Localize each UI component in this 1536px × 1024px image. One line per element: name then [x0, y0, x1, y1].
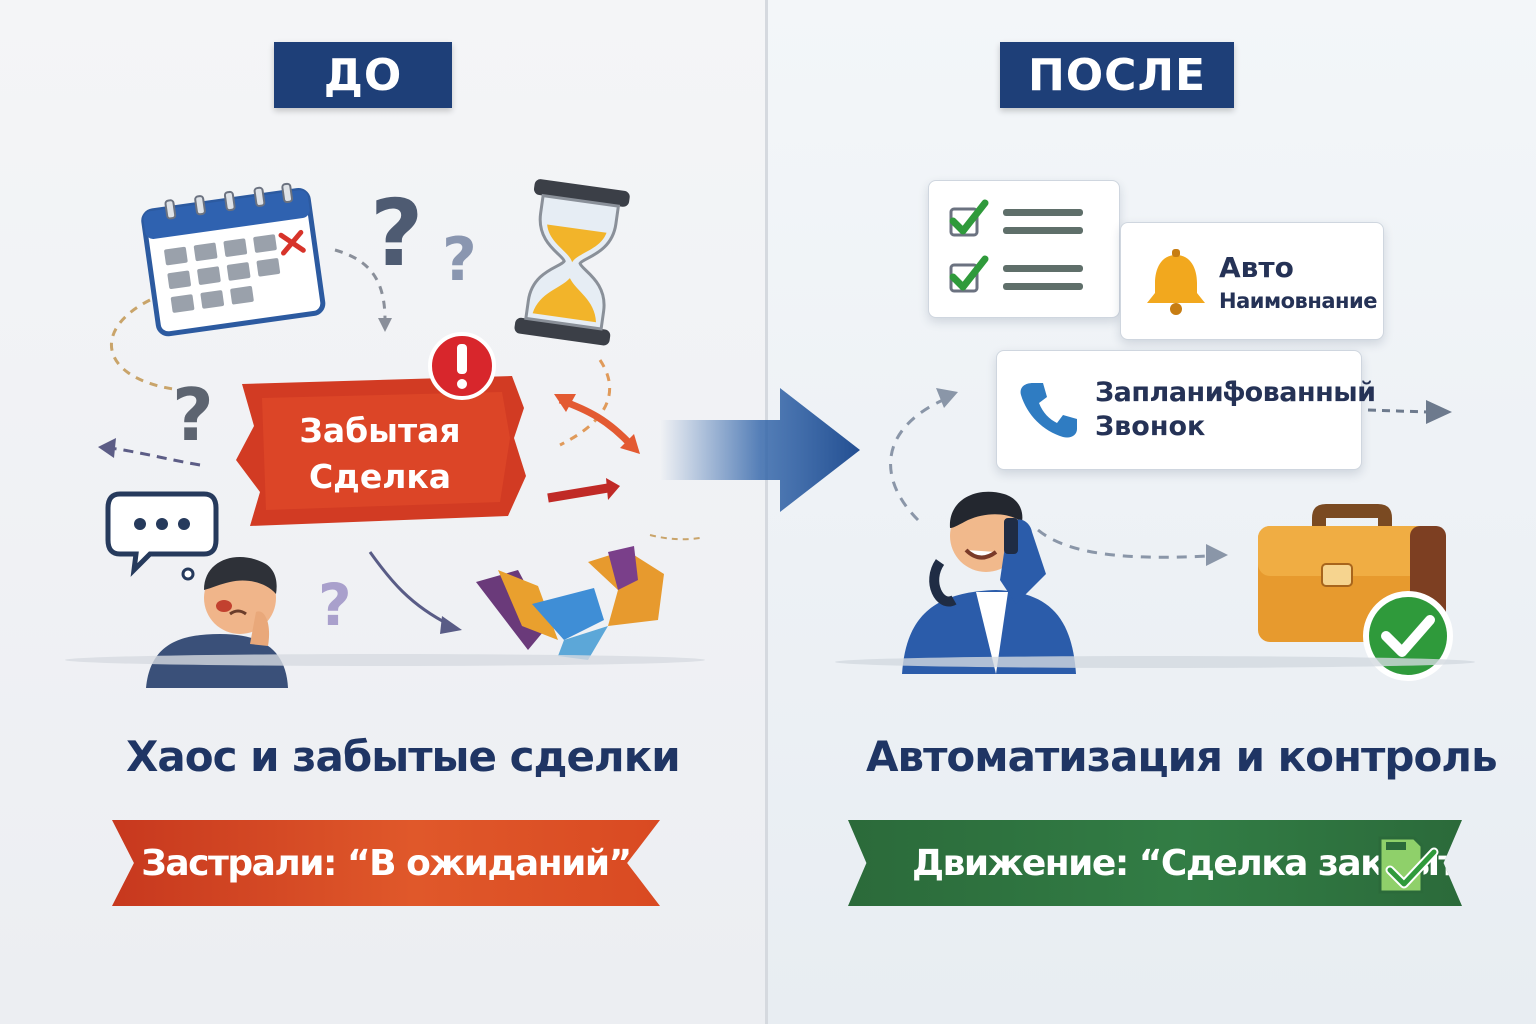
closed-deal-check-icon: [1378, 836, 1439, 894]
after-status-ribbon: Движение: “Сделка закрыта!: [848, 820, 1462, 906]
bell-icon: [1147, 249, 1205, 315]
businessman-on-phone-icon: [902, 491, 1076, 674]
alert-icon: [428, 332, 496, 400]
panel-divider: [765, 0, 768, 1024]
before-status-ribbon: Застрали: “В ожиданий”: [112, 820, 660, 906]
after-caption: Автоматизация и контроль: [866, 732, 1498, 781]
forgotten-deal-line1: Забытая: [299, 411, 461, 450]
calendar-icon: [141, 182, 326, 337]
checklist-icon: [949, 199, 1083, 293]
svg-text:?: ?: [370, 180, 423, 287]
flow-arrows: [889, 388, 1452, 566]
call-card-line1: Запланиֆованный: [1095, 377, 1376, 408]
svg-text:?: ?: [318, 571, 352, 639]
check-badge-icon: [1363, 591, 1453, 681]
before-caption: Хаос и забытые сделки: [126, 732, 681, 781]
stressed-person-icon: [146, 557, 288, 688]
transition-arrow-icon: [660, 388, 860, 512]
chaos-arrows: [98, 248, 701, 634]
tangled-arrows-icon: [547, 394, 640, 503]
svg-text:?: ?: [442, 225, 477, 295]
auto-card-subtitle: Наимовнание: [1219, 289, 1378, 313]
before-status-text: Застрали: “В ожиданий”: [141, 842, 632, 884]
floor-line-left: [65, 654, 705, 666]
before-badge: ДО: [274, 42, 452, 108]
floor-line-right: [835, 656, 1475, 668]
forgotten-deal-label: [236, 376, 526, 526]
call-card-line2: Звонок: [1095, 411, 1206, 442]
auto-card-title: Авто: [1219, 251, 1294, 284]
after-status-text: Движение: “Сделка закрыта!: [912, 842, 1496, 884]
checklist-card: [928, 180, 1120, 318]
forgotten-deal-line2: Сделка: [308, 457, 452, 496]
tangled-shapes-icon: [476, 546, 664, 660]
speech-bubble-icon: [105, 491, 219, 581]
forgotten-deal-text: Забытая Сделка: [280, 408, 480, 500]
phone-icon: [1020, 383, 1077, 438]
question-mark-icon: ? ? ? ?: [172, 180, 477, 639]
scheduled-call-card: Запланиֆованный Звонок: [996, 350, 1376, 470]
hourglass-icon: [514, 179, 630, 346]
auto-notification-card: Авто Наимовнание: [1120, 222, 1384, 340]
svg-text:?: ?: [172, 373, 214, 457]
after-badge: ПОСЛЕ: [1000, 42, 1234, 108]
